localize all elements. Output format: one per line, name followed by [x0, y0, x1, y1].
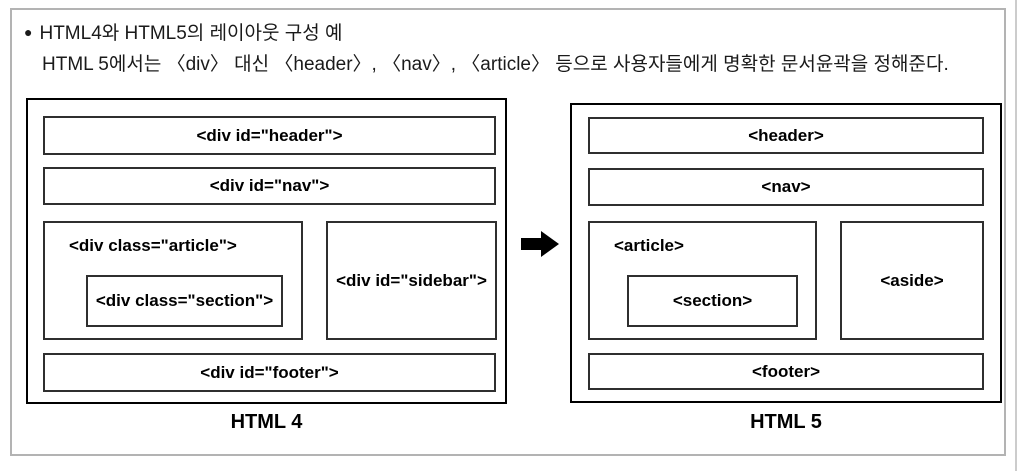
right-arrow-icon: [521, 231, 559, 257]
title-line-1: ● HTML4와 HTML5의 레이아웃 구성 예: [24, 20, 342, 46]
bullet-icon: ●: [24, 24, 33, 40]
html4-footer-box: <div id="footer">: [43, 353, 496, 392]
title-line-2: HTML 5에서는 〈div〉 대신 〈header〉, 〈nav〉, 〈art…: [42, 54, 949, 75]
html4-nav-box: <div id="nav">: [43, 167, 496, 205]
title-text: HTML4와 HTML5의 레이아웃 구성 예: [39, 23, 343, 44]
html4-sidebar-box: <div id="sidebar">: [326, 221, 497, 340]
html4-article-box: <div class="article"> <div class="sectio…: [43, 221, 303, 340]
html4-caption: HTML 4: [230, 411, 303, 433]
html4-header-box: <div id="header">: [43, 116, 496, 155]
html5-aside-box: <aside>: [840, 221, 984, 340]
html5-caption: HTML 5: [750, 411, 822, 433]
html5-footer-box: <footer>: [588, 353, 984, 390]
html5-section-box: <section>: [627, 275, 798, 327]
html5-nav-box: <nav>: [588, 168, 984, 206]
html4-article-label: <div class="article">: [69, 236, 237, 255]
html5-article-label: <article>: [614, 236, 684, 255]
html5-article-box: <article> <section>: [588, 221, 817, 340]
html5-header-box: <header>: [588, 117, 984, 154]
html4-section-box: <div class="section">: [86, 275, 283, 327]
right-edge-divider: [1015, 0, 1017, 471]
